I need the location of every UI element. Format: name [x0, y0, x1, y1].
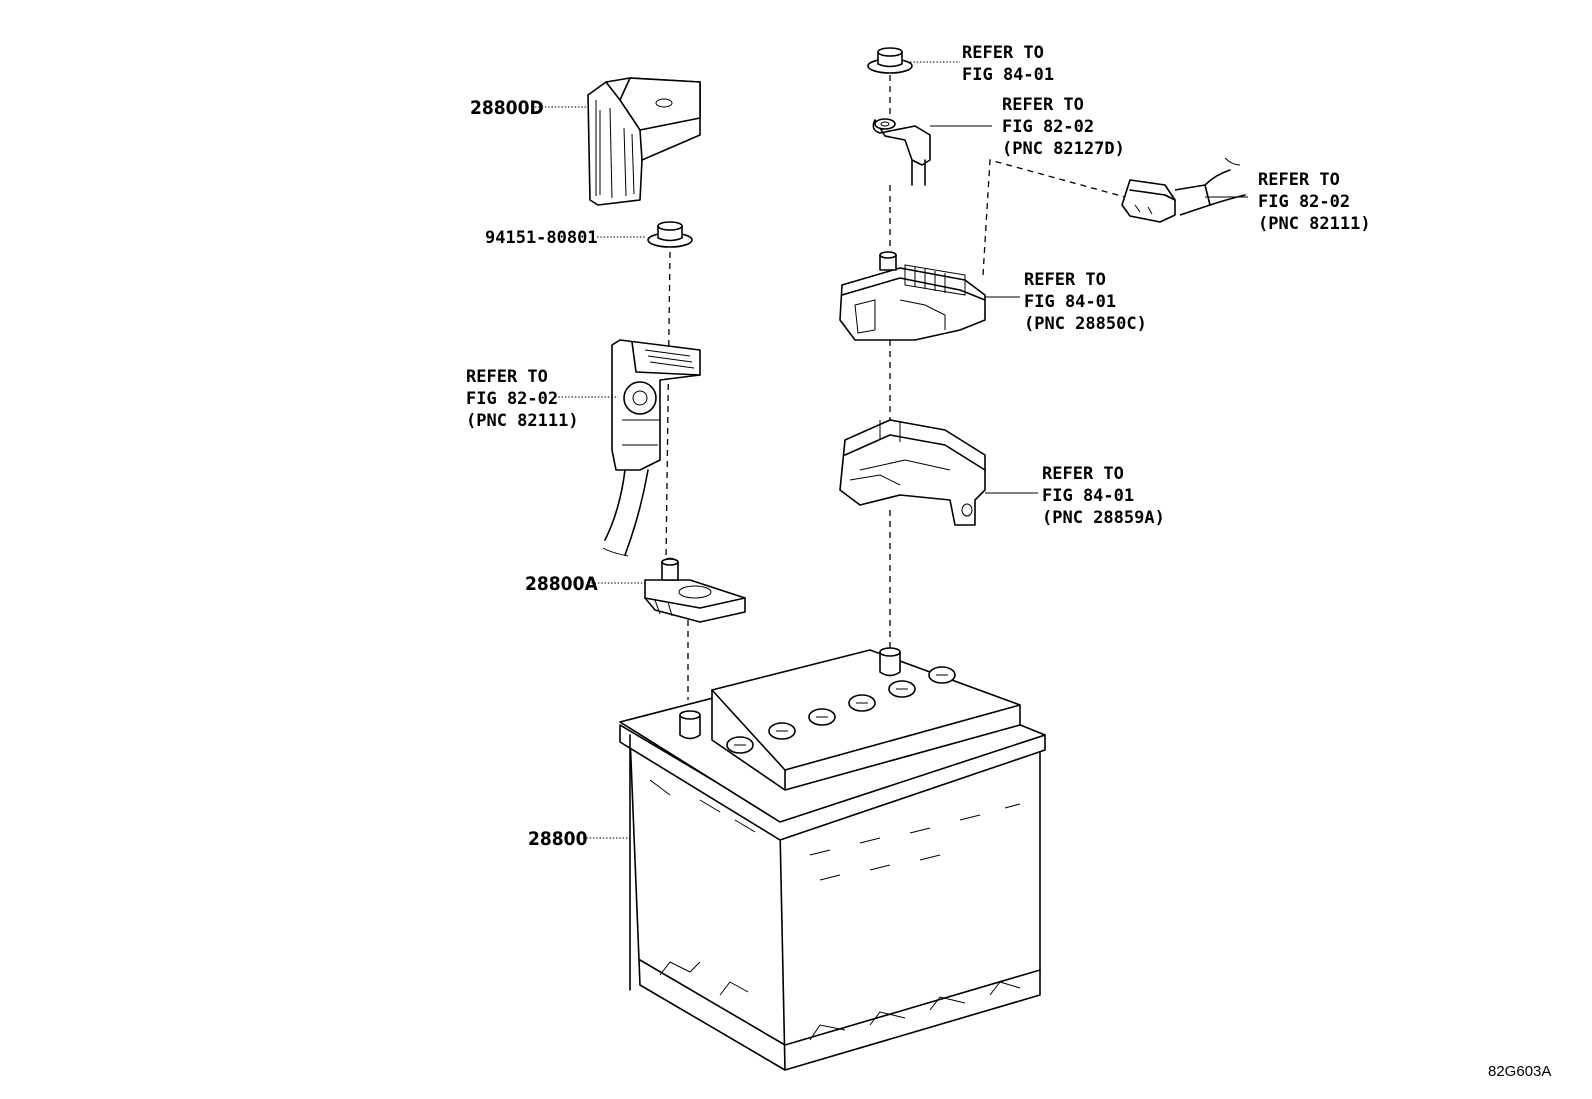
- vent-caps: [726, 666, 956, 754]
- alignment-lines: [665, 75, 1126, 700]
- callout-line: (PNC 82111): [1258, 214, 1371, 234]
- callout-fig-84-01-top: REFER TO FIG 84-01: [962, 43, 1054, 85]
- callout-line: FIG 84-01: [1024, 292, 1116, 312]
- callout-line: (PNC 28850C): [1024, 314, 1147, 334]
- part-label-94151-80801: 94151-80801: [485, 228, 598, 248]
- callout-pnc-82111-left: REFER TO FIG 82-02 (PNC 82111): [466, 367, 579, 431]
- callout-line: FIG 82-02: [1258, 192, 1350, 212]
- callout-pnc-28859a: REFER TO FIG 84-01 (PNC 28859A): [1042, 464, 1165, 528]
- callout-pnc-28850c: REFER TO FIG 84-01 (PNC 28850C): [1024, 270, 1147, 334]
- callout-pnc-82127d: REFER TO FIG 82-02 (PNC 82127D): [1002, 95, 1125, 159]
- callout-line: REFER TO: [466, 367, 548, 387]
- callout-line: REFER TO: [1258, 170, 1340, 190]
- callout-line: FIG 84-01: [962, 65, 1054, 85]
- callout-line: FIG 82-02: [466, 389, 558, 409]
- cap-94151-80801: [647, 221, 693, 248]
- callout-line: FIG 84-01: [1042, 486, 1134, 506]
- callout-line: REFER TO: [962, 43, 1044, 63]
- callout-line: FIG 82-02: [1002, 117, 1094, 137]
- negative-terminal-cable: [602, 339, 701, 557]
- battery-tray-28859A: [839, 419, 986, 526]
- callout-line: (PNC 82111): [466, 411, 579, 431]
- part-label-28800: 28800: [528, 828, 588, 850]
- callout-line: (PNC 28859A): [1042, 508, 1165, 528]
- leader-lines: [535, 61, 1248, 839]
- part-label-28800A: 28800A: [525, 573, 598, 595]
- callout-line: REFER TO: [1002, 95, 1084, 115]
- nut-top-right: [867, 47, 913, 74]
- terminal-cover-28800D: [587, 77, 701, 206]
- figure-id: 82G603A: [1488, 1063, 1551, 1080]
- callout-line: (PNC 82127D): [1002, 139, 1125, 159]
- ground-bracket: [872, 118, 931, 186]
- callout-pnc-82111-right: REFER TO FIG 82-02 (PNC 82111): [1258, 170, 1371, 234]
- fuse-block-28850C: [839, 251, 986, 341]
- callout-line: REFER TO: [1024, 270, 1106, 290]
- cable-connector-right: [1121, 157, 1246, 223]
- battery-28800: [619, 647, 1046, 1071]
- terminal-28800A: [644, 557, 746, 623]
- part-label-28800D: 28800D: [470, 97, 544, 119]
- callout-line: REFER TO: [1042, 464, 1124, 484]
